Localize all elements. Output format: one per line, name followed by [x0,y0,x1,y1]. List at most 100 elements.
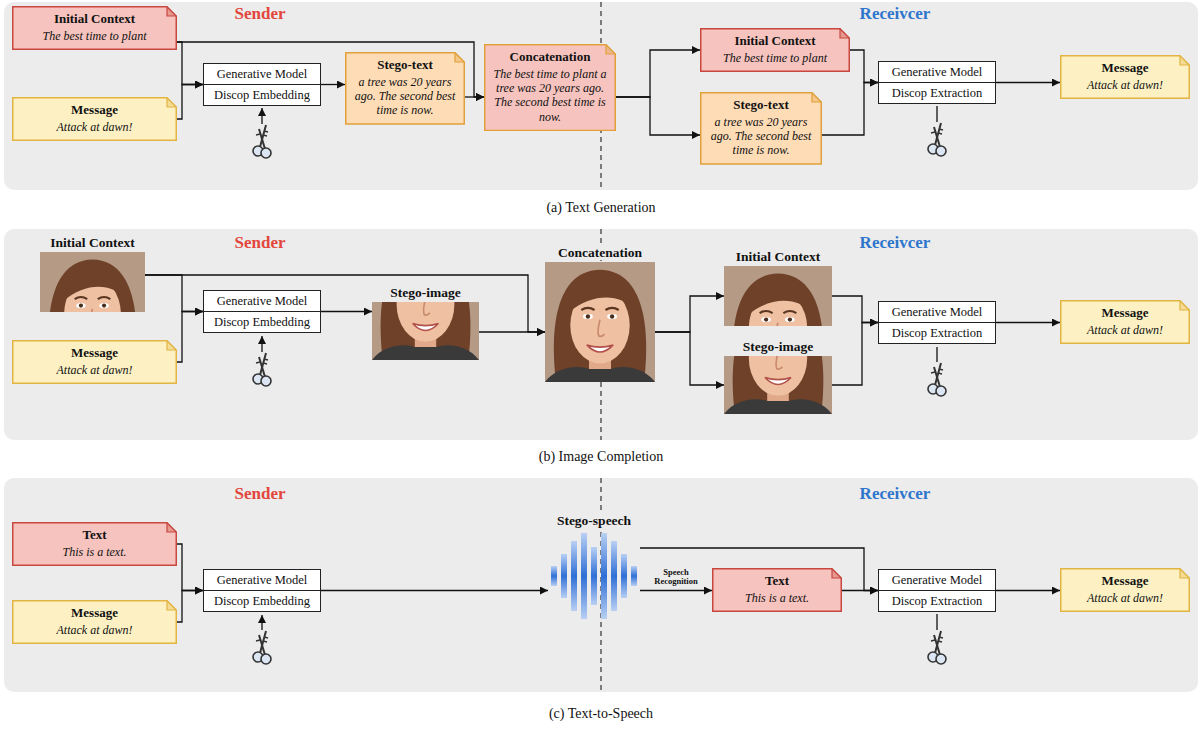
key-arrow [261,615,262,630]
note-shape [1061,569,1190,611]
box-text: This is a text. [20,545,169,559]
note-shape [1061,56,1190,98]
note-fold [167,98,176,107]
face-image [372,302,479,360]
box-heading: Stego-text [708,97,814,113]
box-heading: Message [20,605,169,621]
face-drawing [545,262,655,382]
note-shape [701,29,850,71]
note-fold [606,45,615,54]
note-shape [13,523,177,565]
flow-arrow [177,85,203,120]
note-fold [455,53,464,62]
note-fold [1180,301,1189,310]
note-shape [701,93,822,164]
waveform [548,530,640,622]
note-shape [346,53,465,124]
model-row: Generative Model [204,64,320,85]
face-image [724,266,832,326]
flow-arrow [842,590,878,591]
flow-arrow [145,275,545,332]
note-fold [167,7,176,16]
key-icon [253,125,271,158]
key-arrow [261,108,262,124]
key-icon [253,631,271,664]
role-label: Sender [215,484,305,504]
model-row: Discop Embedding [204,591,320,611]
flow-arrow [832,296,878,323]
flow-arrow [640,590,712,591]
image-panel: Initial Context [724,248,832,326]
key-line [936,347,937,362]
panel-caption: (c) Text-to-Speech [401,706,801,722]
model-box: Generative ModelDiscop Extraction [878,301,996,344]
model-row: Generative Model [879,302,995,323]
note-shape [13,601,177,643]
note-shape [13,341,177,383]
note-shape [13,98,177,140]
box-text: The best time to plant [20,29,169,43]
note-fold [167,341,176,350]
key-line [936,106,937,122]
model-row: Generative Model [204,570,320,591]
box-text: Attack at dawn! [20,623,169,637]
flow-arrow [832,323,878,386]
box-heading: Text [720,573,834,589]
flow-arrow [177,591,203,623]
note-box: Initial ContextThe best time to plant [12,6,177,50]
box-text: a tree was 20 years ago. The second best… [708,115,814,158]
box-text: Attack at dawn! [1068,78,1182,92]
face-drawing [372,302,479,360]
wave-bar [611,541,617,611]
key-line [936,614,937,630]
flow-arrow [996,322,1060,323]
box-heading: Initial Context [20,11,169,27]
model-box: Generative ModelDiscop Embedding [203,63,321,106]
model-box: Generative ModelDiscop Extraction [878,61,996,104]
note-shape [713,569,842,611]
note-shape [485,45,616,131]
wave-bar [561,554,567,598]
flow-arrow [145,275,203,312]
model-row: Discop Extraction [879,591,995,611]
image-panel: Stego-image [372,284,479,360]
note-shape [13,7,177,49]
note-box: TextThis is a text. [712,568,842,612]
wave-bar [591,547,597,605]
note-box: Stego-text a tree was 20 years ago. The s… [345,52,465,125]
flow-arrow [822,83,878,136]
face-drawing [40,252,145,312]
flow-arrow [655,332,724,385]
edge-label: Speech Recognition [645,568,707,587]
box-heading: Message [20,102,169,118]
box-heading: Stego-text [353,57,457,73]
wave-bar [621,554,627,598]
box-text: Attack at dawn! [1068,591,1182,605]
speech-panel: Stego-speech [548,512,640,622]
model-box: Generative ModelDiscop Embedding [203,569,321,612]
panel-caption: (b) Image Completion [401,449,801,465]
key-icon [928,631,946,664]
flow-arrow [177,312,203,363]
flow-arrow [655,296,724,332]
panel-ground [4,229,1198,440]
image-panel: Initial Context [40,234,145,312]
note-fold [167,601,176,610]
face-image [40,252,145,312]
model-row: Discop Embedding [204,85,320,105]
panel-ground [4,478,1198,692]
flow-arrow [996,82,1060,83]
note-fold [1180,56,1189,65]
box-text: Attack at dawn! [1068,323,1182,337]
note-box: Stego-text a tree was 20 years ago. The s… [700,92,822,165]
flow-arrow [996,590,1060,591]
box-text: a tree was 20 years ago. The second best… [353,75,457,118]
model-box: Generative ModelDiscop Embedding [203,290,321,333]
face-drawing [724,356,832,414]
note-shape [1061,301,1190,343]
role-label: Receivcer [840,4,950,24]
flow-arrow [616,50,700,97]
wave-bar [601,533,607,619]
key-icon [928,123,946,156]
